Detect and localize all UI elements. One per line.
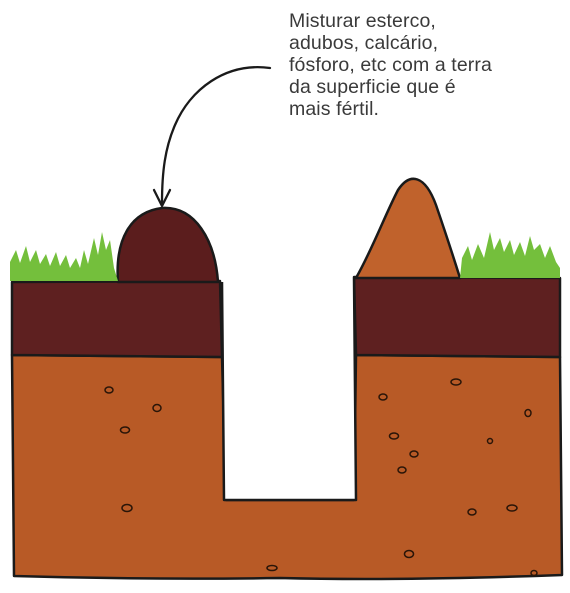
subsoil-layer bbox=[10, 353, 564, 581]
mixed-soil-mound bbox=[116, 206, 220, 284]
arrow-head bbox=[152, 188, 172, 208]
diagram-caption: Misturar esterco, adubos, calcário, fósf… bbox=[289, 10, 492, 120]
grass-left bbox=[10, 232, 118, 281]
curved-arrow-icon bbox=[160, 66, 272, 205]
subsoil-mound bbox=[354, 177, 462, 280]
topsoil-layer-left bbox=[10, 279, 224, 359]
pit-hole bbox=[220, 277, 358, 502]
grass-right bbox=[460, 232, 560, 278]
topsoil-layer-right bbox=[352, 275, 562, 359]
pebble-icon bbox=[104, 378, 538, 577]
